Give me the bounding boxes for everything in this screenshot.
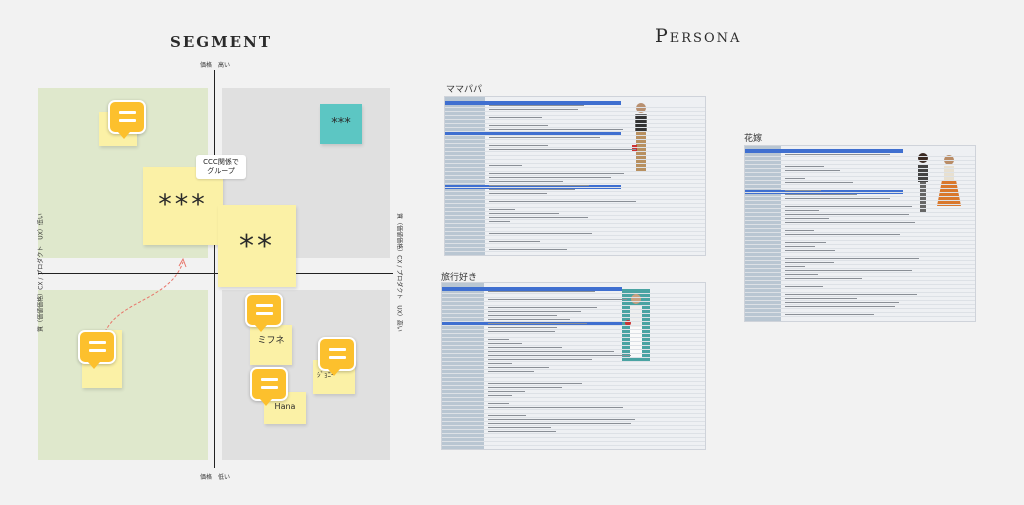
comment-icon[interactable] <box>78 330 116 369</box>
persona-sheet-mamapapa[interactable] <box>444 96 706 256</box>
sticky-text: ** <box>239 229 275 264</box>
sheet-label: ママパパ <box>446 85 483 95</box>
sheet-label: 旅行好き <box>441 273 478 283</box>
comment-icon[interactable] <box>108 100 146 139</box>
persona-title: Persona <box>655 25 742 47</box>
sticky-text: ミフネ <box>257 336 285 346</box>
sticky-note-large[interactable]: *** <box>143 167 223 245</box>
sheet-label: 花嫁 <box>744 134 763 144</box>
persona-sheet-travel[interactable] <box>441 282 706 450</box>
vertical-axis <box>214 70 215 468</box>
sticky-note-large[interactable]: ** <box>218 205 296 287</box>
group-callout: CCC関係で グループ <box>196 155 246 179</box>
sticky-text: Hana <box>274 402 296 411</box>
horizontal-axis <box>38 273 393 274</box>
comment-icon[interactable] <box>250 367 288 406</box>
persona-sheet-bride[interactable] <box>744 145 976 322</box>
sticky-text: *** <box>158 189 208 220</box>
quadrant-bottom-left <box>38 290 208 460</box>
comment-icon[interactable] <box>245 293 283 332</box>
sticky-text: *** <box>331 116 351 131</box>
sticky-note-teal[interactable]: *** <box>320 104 362 144</box>
segment-title: SEGMENT <box>170 33 272 51</box>
axis-label-bottom: 価格 低い <box>200 474 231 481</box>
sticky-text: ｼﾞｮﾆｰ <box>317 371 335 379</box>
comment-icon[interactable] <box>318 337 356 376</box>
sticky-note[interactable]: ミフネ <box>250 325 292 365</box>
axis-label-top: 価格 高い <box>200 62 231 69</box>
dashed-connector-arrow <box>104 257 187 333</box>
